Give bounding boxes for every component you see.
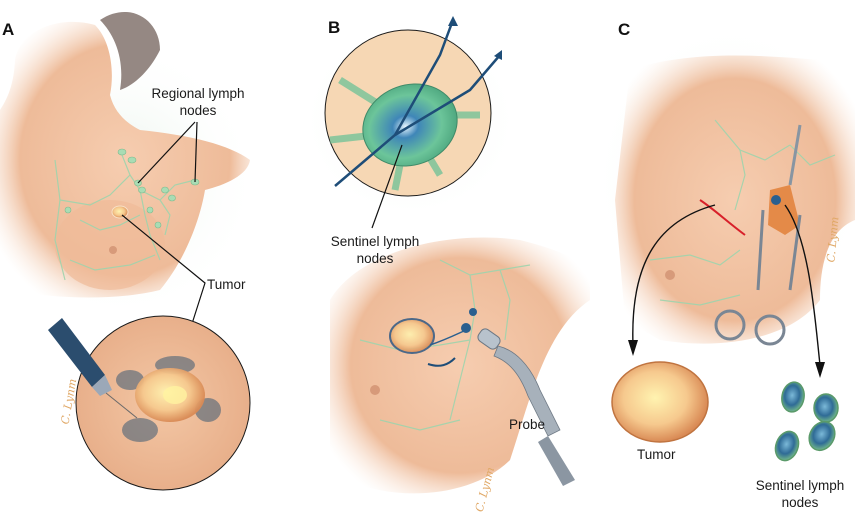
panel-b-art <box>300 16 590 494</box>
torso-c <box>615 55 855 344</box>
removal-arrows <box>632 204 821 366</box>
forceps <box>788 124 802 186</box>
label-regional-line2: nodes <box>179 103 217 118</box>
hair <box>100 11 160 90</box>
label-sentinel-c-line1: Sentinel lymph <box>755 478 845 493</box>
label-probe: Probe <box>509 417 546 432</box>
panel-letter-c: C <box>618 20 631 39</box>
panel-letter-b: B <box>328 18 341 37</box>
lymph-network-a <box>54 149 196 281</box>
label-sentinel-lymph-nodes-c: Sentinel lymph nodes <box>745 477 855 511</box>
incision-line <box>699 199 746 236</box>
syringe <box>48 318 138 419</box>
probe <box>477 328 575 486</box>
label-regional-lymph-nodes: Regional lymph nodes <box>143 85 253 119</box>
label-sentinel-c-line2: nodes <box>781 495 819 510</box>
nipple-a <box>109 246 117 254</box>
excised-tumor <box>611 361 709 443</box>
torso-b <box>330 237 590 494</box>
label-sentinel-b-line1: Sentinel lymph <box>330 234 420 249</box>
leader-line-sentinel-b <box>371 144 403 229</box>
retractor <box>714 209 802 346</box>
excised-sentinel-nodes <box>774 381 839 462</box>
label-regional-line1: Regional lymph <box>151 86 245 101</box>
leader-lines-a <box>121 121 206 331</box>
label-sentinel-b-line2: nodes <box>356 251 394 266</box>
panel-a-art <box>0 11 260 491</box>
label-sentinel-lymph-nodes-b: Sentinel lymph nodes <box>320 233 430 267</box>
lymph-nodes-a <box>64 148 200 229</box>
dye-flow-arrows <box>334 19 501 187</box>
label-tumor-c: Tumor <box>637 447 676 462</box>
label-tumor-a: Tumor <box>207 277 246 292</box>
panel-c-art <box>590 20 859 462</box>
panel-letter-a: A <box>2 20 15 39</box>
tumor-b <box>389 318 435 354</box>
tumor-a <box>111 205 129 219</box>
